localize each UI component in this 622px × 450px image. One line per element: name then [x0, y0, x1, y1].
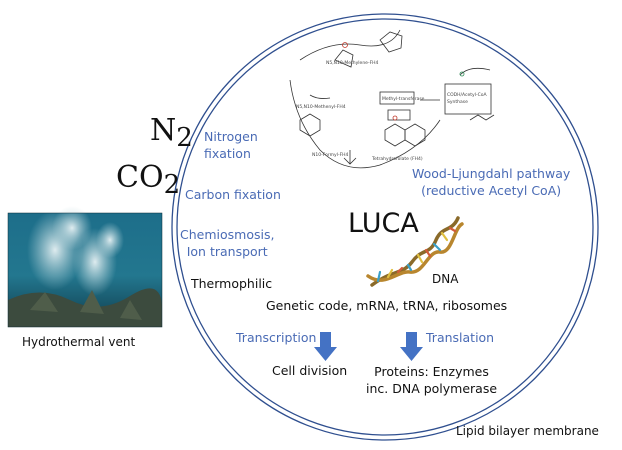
n2-formula: N2 [150, 113, 193, 153]
proteins-label: Proteins: Enzymes inc. DNA polymerase [366, 364, 498, 396]
chemiosmosis-label: Chemiosmosis, Ion transport [180, 227, 275, 259]
cell-division-label: Cell division [272, 363, 348, 378]
wood-ljungdahl-label: Wood-Ljungdahl pathway (reductive Acetyl… [412, 166, 571, 198]
luca-title: LUCA [348, 208, 419, 239]
transcription-label: Transcription [236, 330, 317, 345]
wood-ljungdahl-pathway-sketch [289, 29, 495, 169]
vent-caption: Hydrothermal vent [22, 335, 136, 349]
pathway-tiny-labels: N5,N10-Methylene-FH4 N5,N10-Methenyl-FH4… [296, 60, 487, 162]
translation-arrow [400, 332, 423, 361]
dna-helix-image [366, 216, 464, 287]
svg-text:N5,N10-Methenyl-FH4: N5,N10-Methenyl-FH4 [296, 104, 346, 110]
svg-text:N10-Formyl-FH4: N10-Formyl-FH4 [312, 152, 349, 158]
carbon-fixation-label: Carbon fixation [185, 187, 281, 202]
membrane-label: Lipid bilayer membrane [456, 424, 599, 438]
nitrogen-fixation-label: Nitrogen fixation [204, 129, 258, 161]
svg-text:Synthase: Synthase [447, 99, 468, 105]
thermophilic-label: Thermophilic [191, 276, 273, 291]
svg-text:N5,N10-Methylene-FH4: N5,N10-Methylene-FH4 [326, 60, 379, 66]
dna-label: DNA [432, 272, 459, 286]
svg-text:Tetrahydrofolate (FH4): Tetrahydrofolate (FH4) [371, 156, 423, 162]
hydrothermal-vent-image [7, 206, 163, 328]
genetic-code-label: Genetic code, mRNA, tRNA, ribosomes [266, 298, 508, 313]
svg-text:Methyl-transferase: Methyl-transferase [382, 96, 425, 102]
membrane-circles [171, 13, 599, 441]
co2-formula: CO2 [116, 160, 181, 200]
svg-text:CODH/Acetyl-CoA: CODH/Acetyl-CoA [447, 92, 487, 98]
transcription-arrow [314, 332, 337, 361]
translation-label: Translation [426, 330, 495, 345]
